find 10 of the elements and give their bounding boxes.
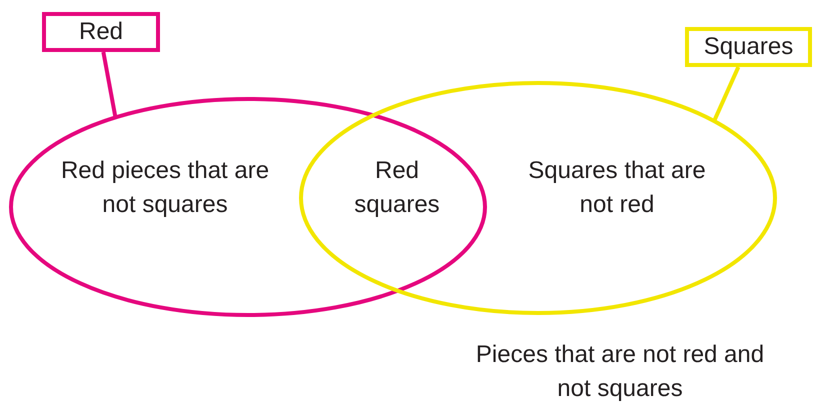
label-box xyxy=(42,12,160,52)
label-box xyxy=(685,27,812,67)
set-name: Squares xyxy=(704,33,794,61)
region-label: Red pieces that are not squares xyxy=(60,156,270,220)
leader-line xyxy=(101,52,118,118)
set-name: Red xyxy=(78,18,124,46)
region-label: Pieces that are not red and not squares xyxy=(475,340,765,404)
region-label: Red squares xyxy=(353,156,441,220)
leader-line xyxy=(712,66,740,122)
region-label: Squares that are not red xyxy=(527,156,707,220)
